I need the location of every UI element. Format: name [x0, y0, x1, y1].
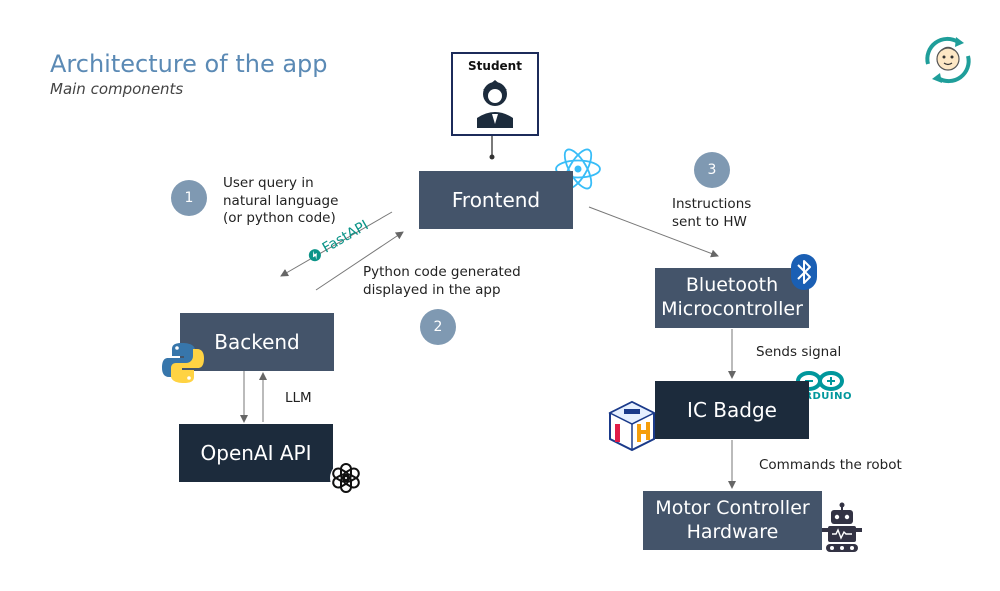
motor-line-1: Motor Controller [655, 496, 810, 519]
frontend-label: Frontend [451, 187, 541, 212]
arduino-icon [796, 371, 844, 391]
bluetooth-microcontroller-node: Bluetooth Microcontroller [655, 268, 809, 328]
ih-cube-icon [608, 400, 656, 452]
motor-line-2: Hardware [686, 520, 779, 543]
student-label: Student [468, 59, 522, 73]
ic-badge-label: IC Badge [687, 397, 777, 422]
arduino-text: ARDUINO [796, 391, 852, 402]
bluetooth-icon [791, 254, 817, 290]
page-subtitle: Main components [50, 80, 184, 98]
openai-api-node: OpenAI API [179, 424, 333, 482]
instructions-label: Instructions sent to HW [672, 196, 751, 231]
student-avatar-icon [477, 80, 513, 128]
instructions-line-1: Instructions [672, 196, 752, 212]
sends-signal-label: Sends signal [756, 344, 842, 360]
page-title: Architecture of the app [50, 50, 328, 78]
openai-icon [330, 462, 362, 494]
ic-badge-node: IC Badge [655, 381, 809, 439]
motor-controller-node: Motor Controller Hardware [643, 491, 822, 550]
step-2-badge: 2 [420, 309, 456, 345]
llm-label: LLM [285, 390, 312, 406]
step-1-badge: 1 [171, 180, 207, 216]
bluetooth-line-2: Microcontroller [661, 298, 803, 320]
frontend-node: Frontend [419, 171, 573, 229]
student-node: Student [451, 52, 539, 136]
backend-node: Backend [180, 313, 334, 371]
instructions-line-2: sent to HW [672, 213, 747, 230]
python-line-1: Python code generated [363, 264, 521, 280]
python-icon [162, 343, 204, 383]
backend-label: Backend [214, 329, 300, 354]
fastapi-label: FastAPI [305, 217, 371, 264]
bluetooth-line-1: Bluetooth [685, 274, 779, 297]
fastapi-icon [308, 248, 321, 261]
query-line-3: (or python code) [223, 210, 336, 227]
commands-robot-label: Commands the robot [759, 457, 902, 473]
query-line-1: User query in [223, 175, 314, 191]
baby-robot-logo-icon [925, 36, 971, 84]
python-code-label: Python code generated displayed in the a… [363, 264, 521, 299]
query-line-2: natural language [223, 192, 339, 209]
python-line-2: displayed in the app [363, 281, 501, 298]
openai-api-label: OpenAI API [200, 440, 312, 465]
query-label: User query in natural language (or pytho… [223, 175, 338, 228]
step-3-badge: 3 [694, 152, 730, 188]
robot-icon [822, 502, 862, 552]
